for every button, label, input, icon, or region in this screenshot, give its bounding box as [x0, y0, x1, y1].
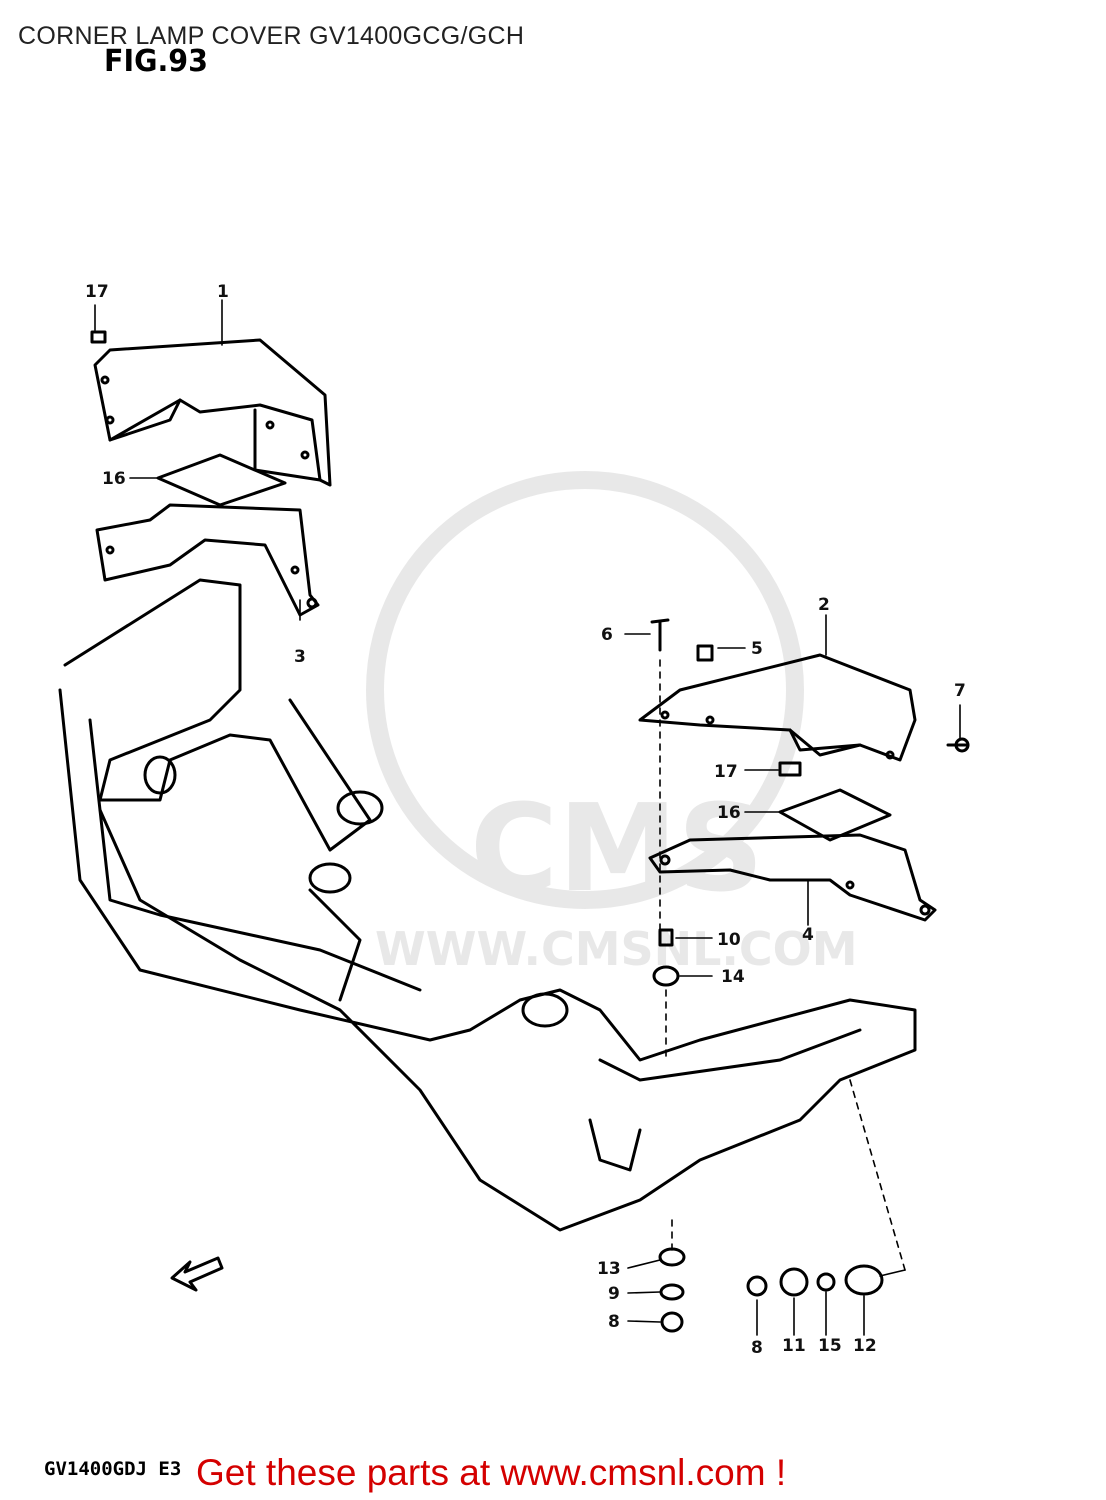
figure-number: FIG.93 [104, 44, 208, 79]
callout-2: 2 [818, 595, 830, 615]
callout-17-top: 17 [85, 282, 109, 302]
callout-5: 5 [751, 639, 763, 659]
callout-8-right: 8 [751, 1338, 763, 1358]
forward-arrow-icon [170, 1256, 224, 1292]
left-lamp-cover [93, 338, 332, 487]
callout-15: 15 [818, 1336, 842, 1356]
left-cushion-pad [156, 453, 287, 507]
cms-watermark-logo: CMS WWW.CMSNL.COM [366, 471, 858, 976]
callout-6: 6 [601, 625, 613, 645]
callout-3: 3 [294, 647, 306, 667]
svg-text:CMS: CMS [470, 780, 764, 919]
page-title: CORNER LAMP COVER GV1400GCG/GCH [18, 22, 525, 50]
right-lamp-cover [638, 653, 917, 762]
callout-16-right: 16 [717, 803, 741, 823]
callout-16-left: 16 [102, 469, 126, 489]
callout-labels: 17 1 16 3 2 6 5 7 17 16 4 10 14 13 9 8 8… [85, 282, 966, 1358]
callout-17-right: 17 [714, 762, 738, 782]
callout-13: 13 [597, 1259, 621, 1279]
callout-12: 12 [853, 1336, 877, 1356]
callout-7: 7 [954, 681, 966, 701]
callout-1: 1 [217, 282, 229, 302]
callout-9: 9 [608, 1284, 620, 1304]
callout-8-left: 8 [608, 1312, 620, 1332]
callout-10: 10 [717, 930, 741, 950]
callout-4: 4 [802, 925, 814, 945]
model-code: GV1400GDJ E3 [44, 1458, 182, 1480]
right-bracket [648, 833, 937, 922]
callout-11: 11 [782, 1336, 806, 1356]
leader-lines [94, 299, 961, 1336]
right-cushion-pad [778, 788, 892, 842]
callout-14: 14 [721, 967, 745, 987]
fasteners [90, 330, 970, 1333]
left-bracket [95, 503, 320, 617]
cta-link[interactable]: Get these parts at www.cmsnl.com ! [196, 1452, 787, 1493]
engine-guard-bar [58, 578, 917, 1232]
svg-text:WWW.CMSNL.COM: WWW.CMSNL.COM [375, 922, 858, 976]
